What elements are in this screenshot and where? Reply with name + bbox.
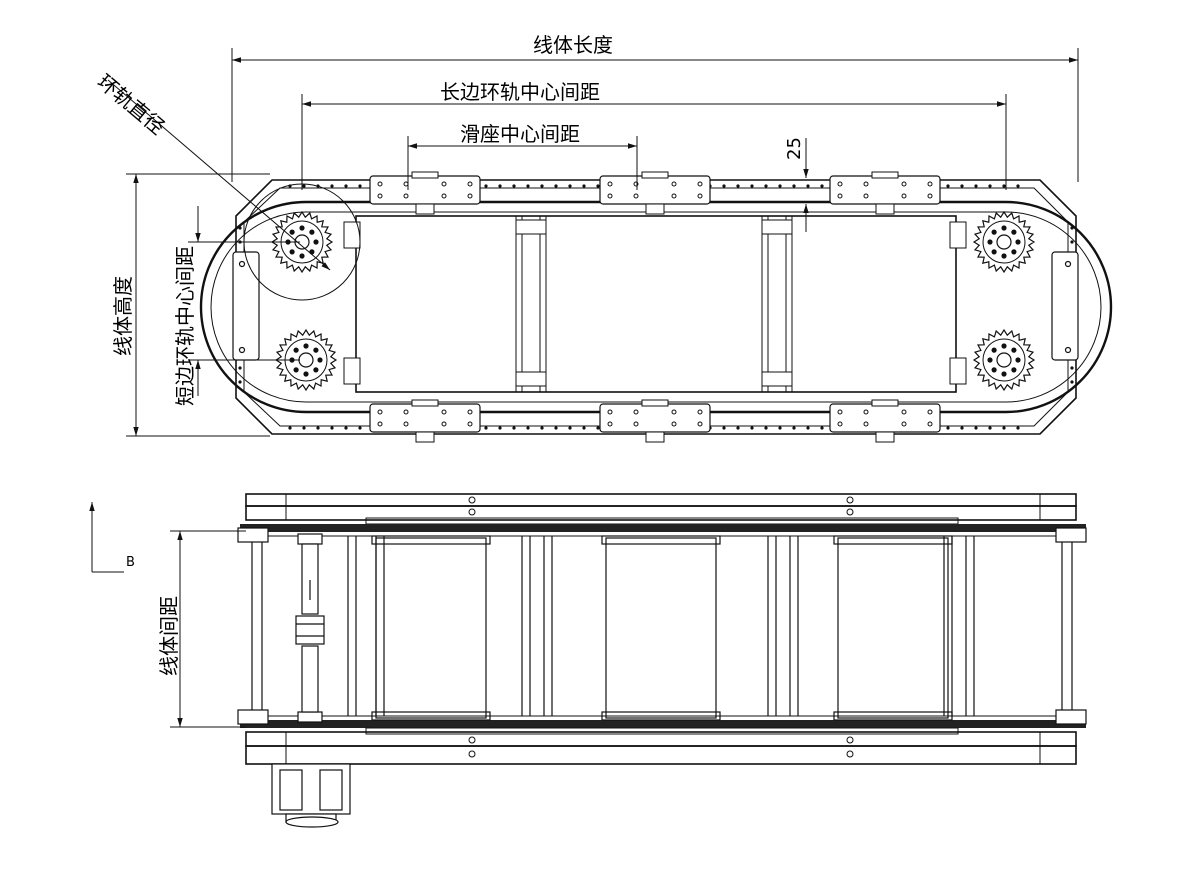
label-line-length: 线体长度: [533, 33, 613, 57]
ring-rail-inner: [210, 211, 1102, 403]
inner-frame: [355, 215, 957, 393]
drive-motor: [271, 763, 351, 828]
ring-rail: [199, 200, 1113, 414]
label-slider-center-distance: 滑座中心间距: [460, 122, 580, 146]
top-chain-belt: [240, 524, 1086, 532]
drive-shaft: [295, 533, 325, 723]
front-view: [237, 493, 1087, 828]
frame-posts: [515, 215, 793, 393]
profile-brackets: [343, 219, 967, 387]
front-end-hubs: [237, 527, 1087, 725]
outer-track-outline: [235, 179, 1077, 435]
side-carriages: [232, 251, 1079, 361]
ring-diameter-leader: [107, 79, 331, 271]
outer-track-inner-outline: [243, 187, 1069, 427]
front-carriage-frames: [371, 535, 953, 721]
label-long-side-center-distance: 长边环轨中心间距: [440, 80, 600, 104]
label-view-marker: B: [126, 555, 135, 570]
slider-carriage: [599, 171, 711, 215]
dim-slider: [407, 136, 638, 190]
label-gap-value: 25: [784, 137, 805, 160]
slider-carriages: [369, 171, 941, 443]
label-line-height: 线体高度: [111, 276, 135, 356]
bottom-chain-belt: [240, 720, 1086, 728]
dim-line-spacing: [170, 530, 246, 728]
front-frame-columns: [347, 536, 975, 716]
slider-carriage: [599, 399, 711, 443]
rail-bolt-holes: [238, 184, 1074, 430]
dim-short-side: [188, 206, 300, 396]
label-ring-rail-diameter: 环轨直径: [93, 69, 170, 139]
sprocket-bottom-left: [274, 328, 338, 392]
dim-line-height: [126, 173, 270, 437]
view-b-arrow: [89, 502, 124, 573]
slider-carriage: [829, 399, 941, 443]
slider-carriage: [369, 399, 481, 443]
dim-line-length: [231, 48, 1079, 182]
slider-carriage: [829, 171, 941, 215]
label-short-side-center-distance: 短边环轨中心间距: [173, 246, 197, 406]
sprocket-top-right: [972, 210, 1036, 274]
front-rail-markers: [468, 496, 854, 758]
sprocket-bottom-right: [972, 328, 1036, 392]
top-view: [107, 79, 1113, 443]
sprocket-top-left: [270, 210, 334, 274]
label-line-spacing: 线体间距: [157, 596, 181, 676]
slider-carriage: [369, 171, 481, 215]
dim-long-side: [301, 94, 1007, 190]
